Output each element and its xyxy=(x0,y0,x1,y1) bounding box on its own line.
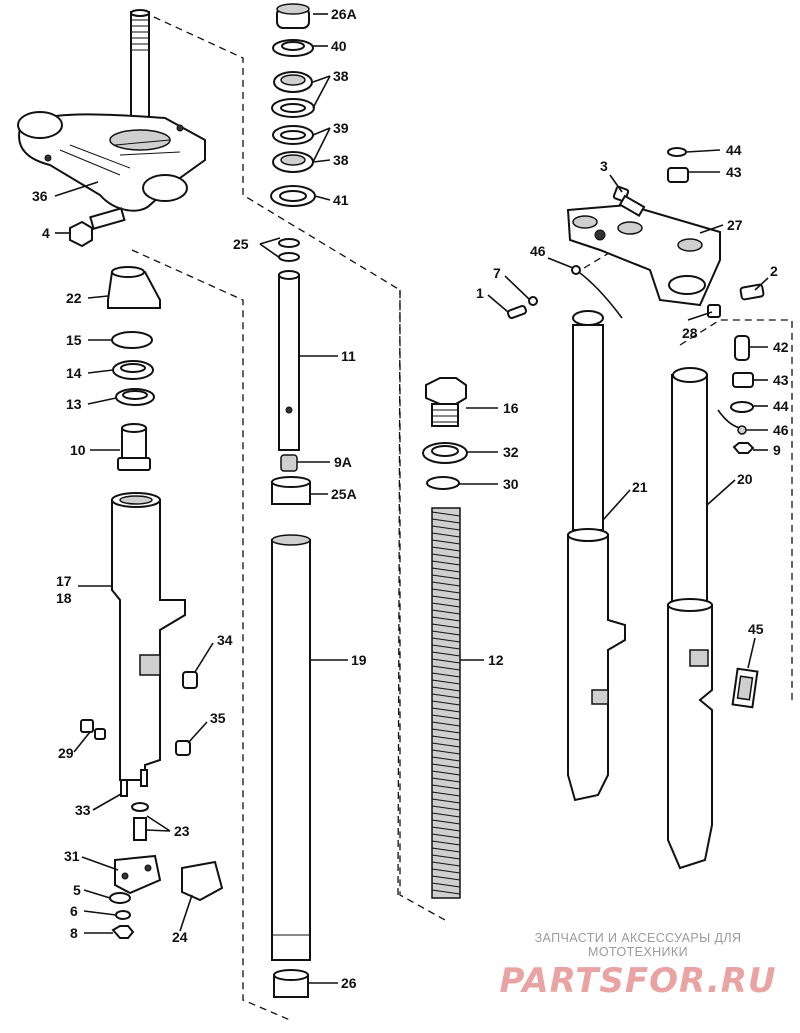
callout-34: 34 xyxy=(217,632,233,648)
callout-18: 18 xyxy=(56,590,72,606)
callout-2: 2 xyxy=(770,263,778,279)
spring-column-parts xyxy=(422,377,468,899)
callout-39: 39 xyxy=(333,120,349,136)
callout-27: 27 xyxy=(727,217,743,233)
callout-9: 9 xyxy=(773,442,781,458)
callout-41: 41 xyxy=(333,192,349,208)
callout-46-side: 46 xyxy=(773,422,789,438)
callout-29: 29 xyxy=(58,745,74,761)
callout-40: 40 xyxy=(331,38,347,54)
steering-stem-assembly xyxy=(17,9,206,212)
callout-11: 11 xyxy=(341,348,356,364)
callout-17: 17 xyxy=(56,573,72,589)
callout-43-top: 43 xyxy=(726,164,742,180)
callout-25: 25 xyxy=(233,236,249,252)
callout-12: 12 xyxy=(488,652,504,668)
watermark: ЗАПЧАСТИ И АКСЕССУАРЫ ДЛЯ МОТОТЕХНИКИ PA… xyxy=(488,931,788,1001)
callout-42: 42 xyxy=(773,339,789,355)
bolt-4 xyxy=(69,207,126,248)
callout-21: 21 xyxy=(632,479,648,495)
callout-13: 13 xyxy=(66,396,82,412)
callout-31: 31 xyxy=(64,848,80,864)
callout-26A: 26A xyxy=(331,6,357,22)
callout-4: 4 xyxy=(42,225,50,241)
callout-8: 8 xyxy=(70,925,78,941)
callout-43-side: 43 xyxy=(773,372,789,388)
bearing-stack xyxy=(270,3,316,207)
callout-5: 5 xyxy=(73,882,81,898)
callout-22: 22 xyxy=(66,290,82,306)
callout-30: 30 xyxy=(503,476,519,492)
callout-38-lower: 38 xyxy=(333,152,349,168)
callout-44-top: 44 xyxy=(726,142,742,158)
callout-1: 1 xyxy=(476,285,484,301)
callout-6: 6 xyxy=(70,903,78,919)
callout-46-top: 46 xyxy=(530,243,546,259)
callout-23: 23 xyxy=(174,823,190,839)
callout-33: 33 xyxy=(75,802,91,818)
callout-38-upper: 38 xyxy=(333,68,349,84)
callout-10: 10 xyxy=(70,442,86,458)
watermark-subtitle: ЗАПЧАСТИ И АКСЕССУАРЫ ДЛЯ МОТОТЕХНИКИ xyxy=(534,931,742,959)
callout-14: 14 xyxy=(66,365,82,381)
callout-36: 36 xyxy=(32,188,48,204)
callout-16: 16 xyxy=(503,400,519,416)
callout-44-side: 44 xyxy=(773,398,789,414)
callout-15: 15 xyxy=(66,332,82,348)
callout-28: 28 xyxy=(682,325,698,341)
right-fork-assembly xyxy=(507,147,765,870)
callout-3: 3 xyxy=(600,158,608,174)
callout-32: 32 xyxy=(503,444,519,460)
left-fork-parts xyxy=(80,266,224,939)
callout-19: 19 xyxy=(351,652,367,668)
callout-25A: 25A xyxy=(331,486,357,502)
callout-26: 26 xyxy=(341,975,357,991)
callout-7: 7 xyxy=(493,265,501,281)
middle-fork-parts xyxy=(271,238,311,998)
watermark-brand-logo: PARTSFOR.RU xyxy=(499,961,777,1001)
callout-labels: 26A 40 38 39 38 41 36 4 25 11 9A 25A 19 … xyxy=(32,6,789,991)
leader-lines xyxy=(54,13,769,984)
callout-45: 45 xyxy=(748,621,764,637)
callout-20: 20 xyxy=(737,471,753,487)
callout-24: 24 xyxy=(172,929,188,945)
callout-35: 35 xyxy=(210,710,226,726)
callout-9A: 9A xyxy=(334,454,352,470)
